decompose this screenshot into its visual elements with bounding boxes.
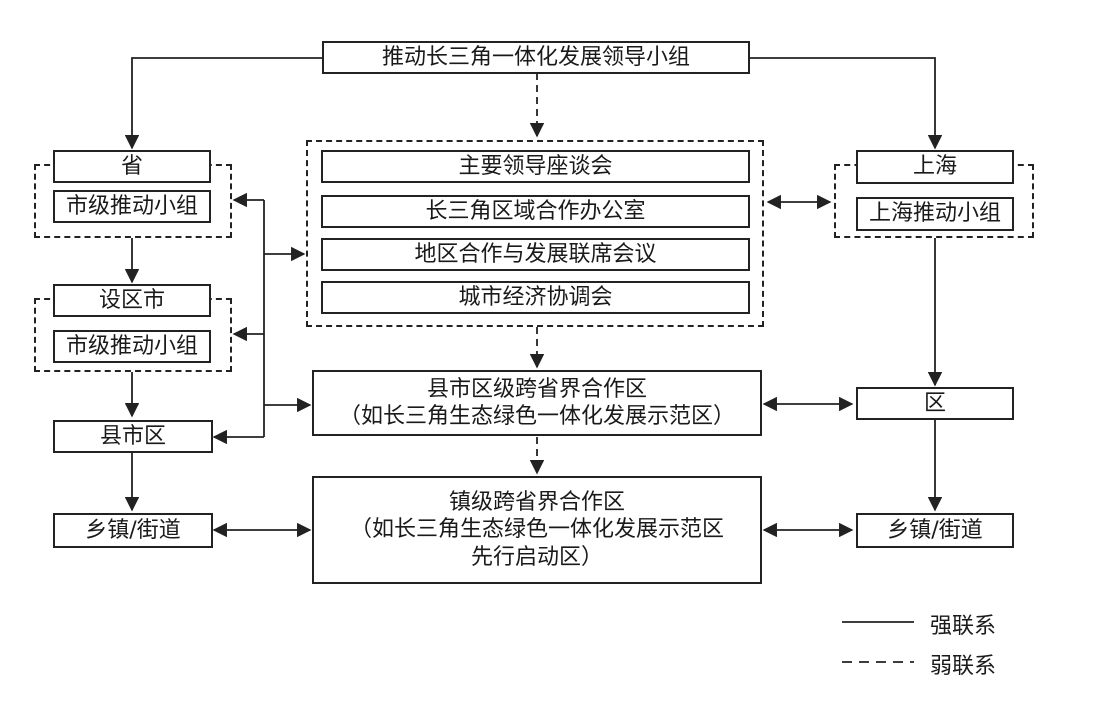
center-dashed-group bbox=[306, 140, 764, 327]
town-zone-line2: （如长三角生态绿色一体化发展示范区 bbox=[349, 517, 724, 543]
leading-group-box: 推动长三角一体化发展领导小组 bbox=[322, 41, 750, 74]
city-title-box: 设区市 bbox=[53, 284, 211, 317]
city-group-box: 市级推动小组 bbox=[53, 330, 211, 363]
shanghai-group-box: 上海推动小组 bbox=[856, 197, 1014, 231]
shanghai-title-box: 上海 bbox=[856, 150, 1014, 184]
county-box: 县市区 bbox=[53, 420, 213, 453]
county-cross-zone-box: 县市区级跨省界合作区 （如长三角生态绿色一体化发展示范区） bbox=[312, 370, 762, 436]
county-zone-line2: （如长三角生态绿色一体化发展示范区） bbox=[338, 404, 735, 429]
link-top-shanghai bbox=[750, 57, 943, 150]
link-top-province bbox=[124, 57, 322, 150]
legend-strong-label: 强联系 bbox=[930, 614, 997, 639]
county-zone-line1: 县市区级跨省界合作区 bbox=[426, 376, 647, 402]
town-cross-zone-box: 镇级跨省界合作区 （如长三角生态绿色一体化发展示范区 先行启动区） bbox=[312, 476, 762, 584]
center-item-4: 城市经济协调会 bbox=[321, 281, 750, 314]
center-item-2: 长三角区域合作办公室 bbox=[321, 195, 750, 228]
town-zone-line3: 先行启动区） bbox=[470, 544, 603, 570]
district-box: 区 bbox=[856, 387, 1014, 420]
town-zone-line1: 镇级跨省界合作区 bbox=[448, 489, 625, 515]
town-right-box: 乡镇/街道 bbox=[856, 513, 1014, 548]
legend-weak-label: 弱联系 bbox=[930, 654, 997, 679]
town-left-box: 乡镇/街道 bbox=[53, 513, 213, 548]
province-title-box: 省 bbox=[53, 150, 211, 183]
center-item-1: 主要领导座谈会 bbox=[321, 150, 750, 183]
province-group-box: 市级推动小组 bbox=[53, 190, 211, 223]
center-item-3: 地区合作与发展联席会议 bbox=[321, 238, 750, 271]
